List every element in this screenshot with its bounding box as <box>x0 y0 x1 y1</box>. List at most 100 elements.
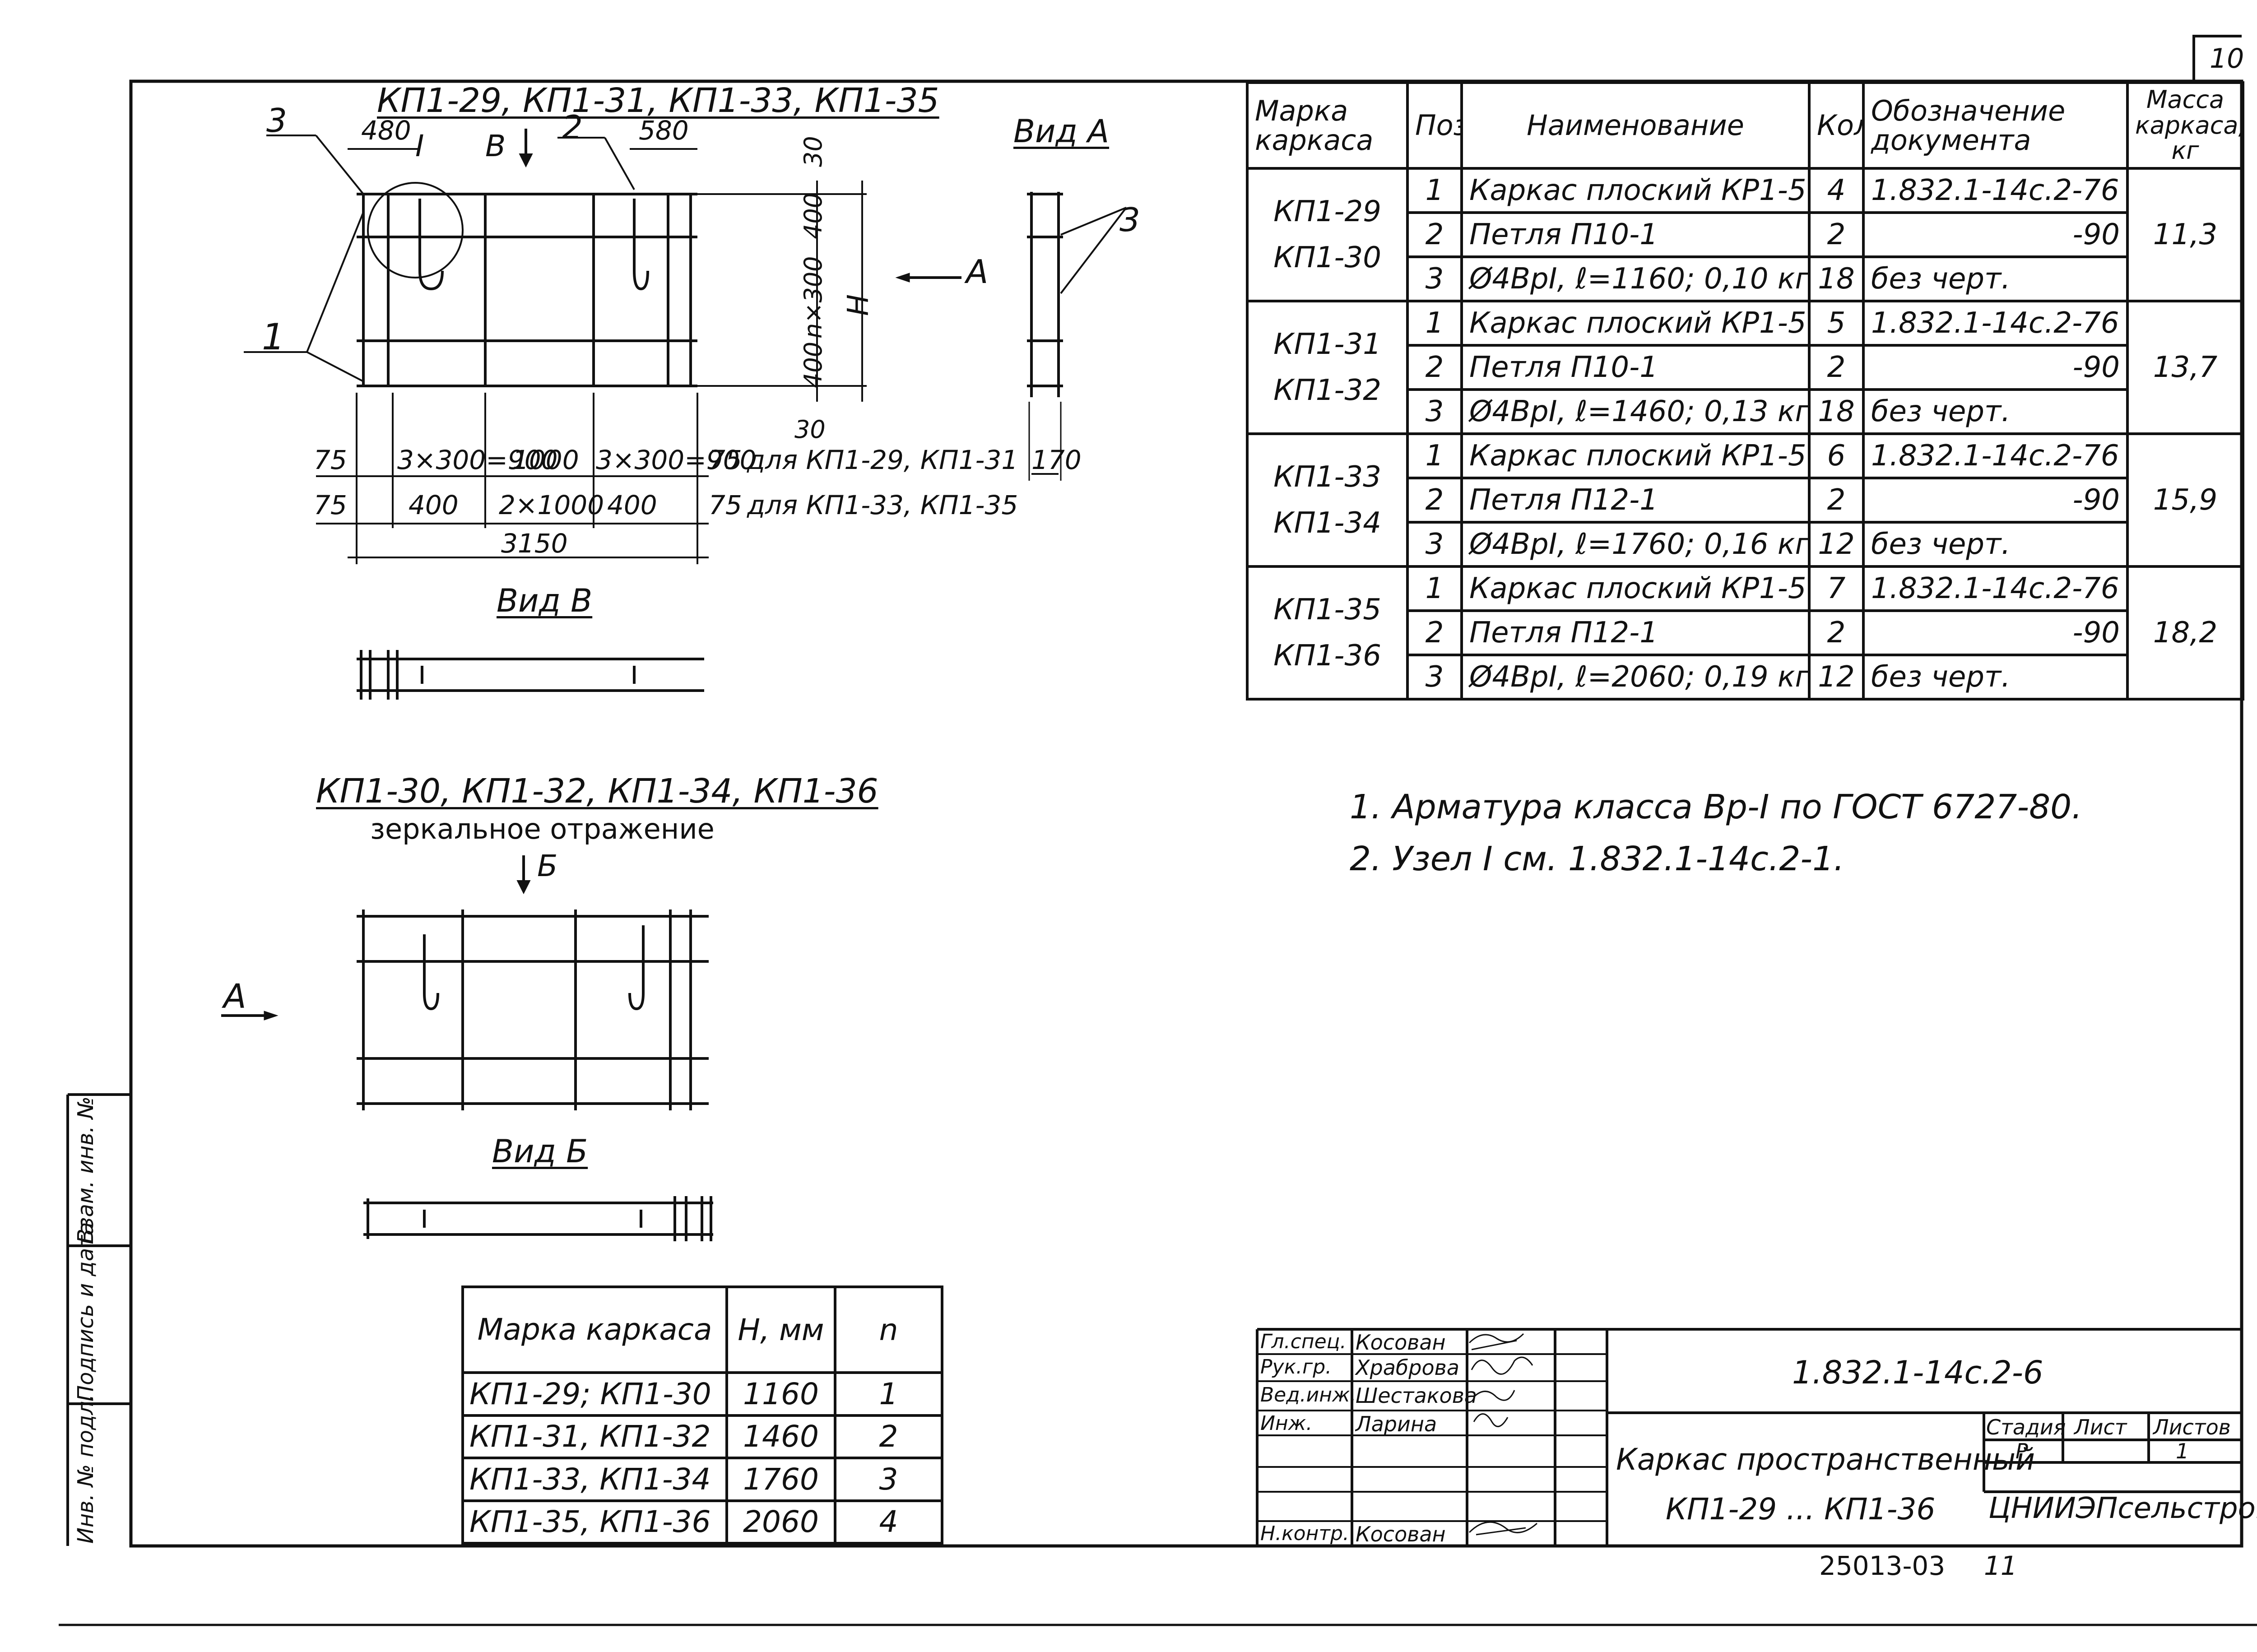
spec-doc: 1.832.1-14с.2-76 <box>1862 565 2129 612</box>
spec-pos: 1 <box>1406 432 1463 479</box>
spec-mark: КП1-29 <box>1273 195 1381 228</box>
spec-header-pos: Поз. <box>1406 81 1463 170</box>
view-a-width: 170 <box>1031 445 1082 475</box>
h-table-header-h: H, мм <box>725 1285 836 1374</box>
dim-vert-30b: 30 <box>794 415 826 444</box>
tb-role: Н.контр. <box>1260 1522 1349 1545</box>
title-block-grid <box>1256 1328 2242 1546</box>
spec-qty: 7 <box>1808 565 1865 612</box>
table-row: 2 Петля П10-1 2 -90 <box>1247 211 2243 258</box>
spec-qty: 18 <box>1808 255 1865 302</box>
spec-qty: 2 <box>1808 477 1865 524</box>
spec-header-mark: Марка каркаса <box>1246 81 1409 170</box>
h-table-header-row: Марка каркаса H, мм n <box>461 1285 943 1374</box>
dim-total: 3150 <box>501 528 568 559</box>
signatures <box>1468 1333 1537 1536</box>
table-row: 2 Петля П12-1 2 -90 <box>1247 477 2243 524</box>
spec-header-doc: Обозначение документа <box>1862 81 2129 170</box>
spec-pos: 3 <box>1406 521 1463 568</box>
spec-doc: 1.832.1-14с.2-76 <box>1862 300 2129 347</box>
spec-doc: без черт. <box>1862 255 2129 302</box>
view-b-drawing <box>357 650 704 700</box>
dim-480: 480 <box>361 115 411 146</box>
h-table-h: 2060 <box>725 1499 836 1545</box>
dim-row-1-item: 3×300=900 <box>596 445 757 475</box>
dim-vert-30a: 30 <box>799 136 827 167</box>
tb-role: Гл.спец. <box>1260 1330 1347 1353</box>
spec-name: Каркас плоский КР1-5 <box>1460 300 1811 347</box>
spec-doc: -90 <box>1862 609 2129 656</box>
spec-mark: КП1-33 <box>1273 460 1381 494</box>
stamp-inv-no: Инв. № подл. <box>73 1394 98 1544</box>
spec-header-qty: Кол. <box>1808 81 1865 170</box>
spec-mark: КП1-34 <box>1273 506 1381 540</box>
spec-header-row: Марка каркаса Поз. Наименование Кол. Обо… <box>1246 81 2244 170</box>
tb-role: Вед.инж. <box>1260 1383 1356 1406</box>
view-a-pos-3: 3 <box>1119 201 1140 239</box>
spec-doc: -90 <box>1862 477 2129 524</box>
drawing-top-caption: КП1-29, КП1-31, КП1-33, КП1-35 <box>377 81 939 120</box>
spec-pos: 1 <box>1406 167 1463 214</box>
table-row: 2 Петля П12-1 2 -90 <box>1247 609 2243 656</box>
tb-name: Косован <box>1356 1522 1446 1546</box>
note-1: 1. Арматура класса Вр-I по ГОСТ 6727-80. <box>1350 788 2082 826</box>
footer-number: 11 <box>1984 1550 2017 1581</box>
dim-row-1-item: 1000 <box>512 445 579 475</box>
dim-row-2-item: 400 <box>409 490 459 520</box>
spec-pos: 2 <box>1406 477 1463 524</box>
dim-row-1-item: 75 <box>709 445 742 475</box>
spec-qty: 5 <box>1808 300 1865 347</box>
h-table-mark: КП1-31, КП1-32 <box>461 1414 728 1459</box>
h-table-n: 2 <box>834 1414 943 1459</box>
spec-pos: 2 <box>1406 344 1463 391</box>
spec-doc: -90 <box>1862 344 2129 391</box>
organization: ЦНИИЭПсельстрой <box>1988 1492 2257 1525</box>
dim-row-2-item: 400 <box>607 490 657 520</box>
h-table-n: 1 <box>834 1371 943 1417</box>
stamp-replace-inv: Взам. инв. № <box>73 1096 98 1244</box>
view-bb-drawing <box>363 1196 713 1241</box>
tb-name: Шестакова <box>1356 1383 1477 1408</box>
dim-row-2: 75 400 2×1000 400 75 для КП1-33, КП1-35 <box>314 490 1018 521</box>
spec-doc: без черт. <box>1862 654 2129 701</box>
h-table-n: 3 <box>834 1457 943 1502</box>
spec-name: Петля П12-1 <box>1460 609 1811 656</box>
stamp-signature-date: Подпись и дата <box>73 1222 98 1401</box>
drawing-mirror-caption: КП1-30, КП1-32, КП1-34, КП1-36 <box>316 772 878 811</box>
spec-mass: 15,9 <box>2126 432 2244 568</box>
sheet-value: 1 <box>2176 1439 2189 1463</box>
node-label: I <box>415 129 424 163</box>
dim-row-2-item: 75 <box>709 490 742 520</box>
spec-name: Каркас плоский КР1-5 <box>1460 167 1811 214</box>
spec-mark: КП1-30 <box>1273 241 1381 274</box>
tb-role: Рук.гр. <box>1260 1355 1332 1378</box>
spec-qty: 2 <box>1808 211 1865 258</box>
pos-2-label: 2 <box>562 108 583 146</box>
sheets-label: Листов <box>2153 1415 2231 1439</box>
specification-table: Марка каркаса Поз. Наименование Кол. Обо… <box>1246 81 2244 701</box>
table-row: 3 Ø4ВрI, ℓ=1160; 0,10 кг 18 без черт. <box>1247 255 2243 302</box>
stage-value: Р <box>2016 1439 2028 1463</box>
tb-name: Храброва <box>1356 1355 1459 1380</box>
spec-doc: без черт. <box>1862 388 2129 435</box>
h-table-h: 1160 <box>725 1371 836 1417</box>
dim-row-2-note: для КП1-33, КП1-35 <box>747 490 1018 520</box>
dim-vert-n300: n×300 <box>799 256 827 339</box>
spec-header-mass: Масса каркаса, кг <box>2126 81 2244 170</box>
spec-pos: 3 <box>1406 388 1463 435</box>
spec-mark: КП1-35 <box>1273 593 1381 626</box>
spec-mark: КП1-36 <box>1273 639 1381 673</box>
spec-mass: 11,3 <box>2126 167 2244 302</box>
mirror-view-mark: Б <box>537 849 558 883</box>
h-table-h: 1760 <box>725 1457 836 1502</box>
dim-row-2-item: 75 <box>314 490 347 520</box>
drawing-title-line1: Каркас пространственный <box>1616 1442 2035 1477</box>
spec-qty: 12 <box>1808 654 1865 701</box>
table-row: КП1-31, КП1-32 1460 2 <box>461 1414 943 1459</box>
h-table-header-n: n <box>834 1285 943 1374</box>
stage-label: Стадия <box>1986 1415 2066 1439</box>
view-a-drawing <box>1027 192 1127 481</box>
